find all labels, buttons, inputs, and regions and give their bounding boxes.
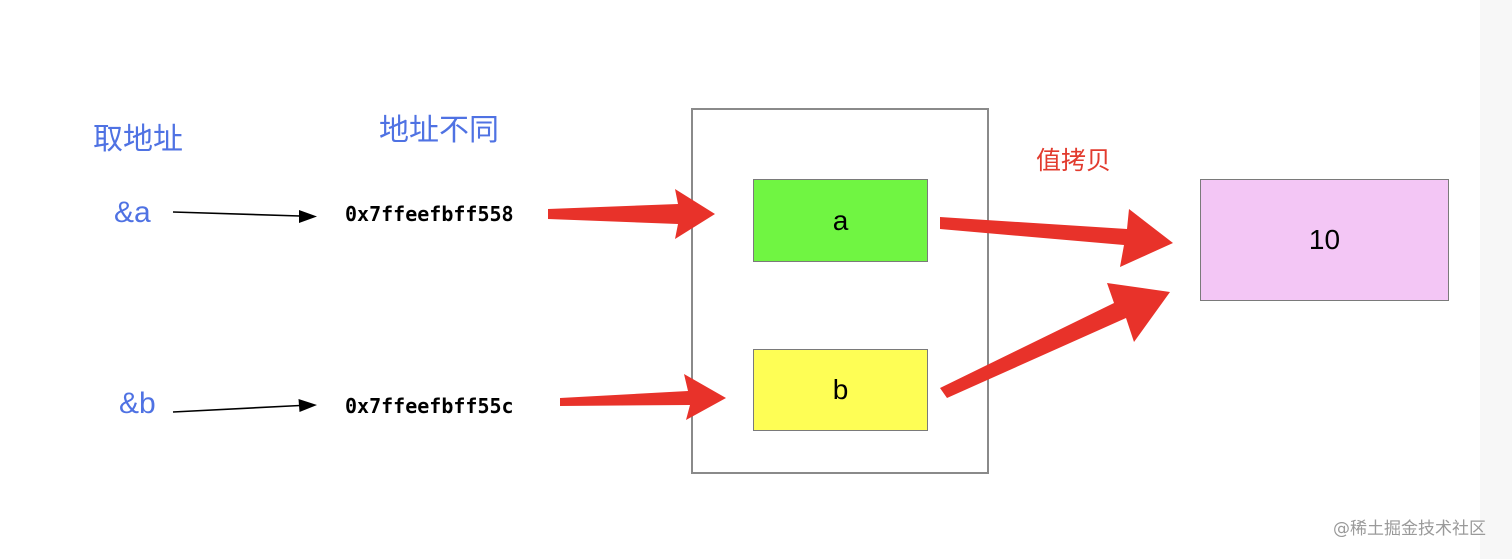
- ref-a-label: &a: [114, 196, 151, 229]
- variable-a-box: a: [753, 179, 928, 262]
- variable-b-box: b: [753, 349, 928, 431]
- thin-arrow-b: [172, 399, 317, 413]
- value-copy-label: 值拷贝: [1036, 146, 1112, 175]
- variable-b-label: b: [832, 374, 849, 405]
- take-address-label: 取地址: [93, 122, 183, 157]
- thin-arrow-a: [172, 210, 317, 223]
- shared-value-label: 10: [1308, 224, 1341, 255]
- variable-a-label: a: [832, 204, 849, 236]
- red-arrow-address-b-to-var-b: [560, 374, 726, 420]
- right-edge-strip: [1480, 0, 1512, 559]
- red-arrow-address-a-to-var-a: [548, 189, 715, 239]
- address-different-label: 地址不同: [379, 113, 499, 148]
- ref-b-label: &b: [119, 387, 156, 420]
- watermark: @稀土掘金技术社区: [1333, 519, 1486, 539]
- red-arrow-var-b-to-value: [940, 283, 1170, 398]
- variables-container: [691, 108, 989, 474]
- red-arrow-var-a-to-value: [940, 209, 1173, 267]
- address-b: 0x7ffeefbff55c: [345, 394, 514, 418]
- address-a: 0x7ffeefbff558: [345, 202, 514, 226]
- shared-value-box: 10: [1200, 179, 1449, 301]
